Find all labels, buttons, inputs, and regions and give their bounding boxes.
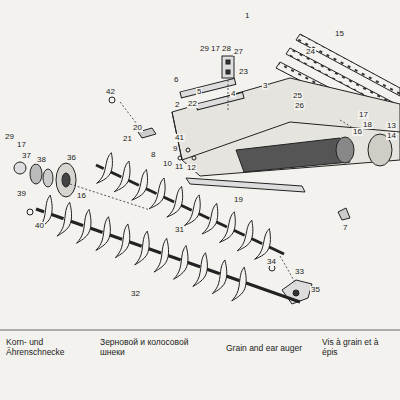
auger-flight-edge <box>193 253 206 287</box>
auger-flight-edge <box>57 202 70 236</box>
callout-number: 13 <box>386 122 397 130</box>
auger-flight-edge <box>212 260 225 294</box>
auger-flight <box>212 260 226 294</box>
auger-flight-edge <box>202 203 217 234</box>
auger-flight <box>202 203 218 234</box>
callout-number: 3 <box>262 82 268 90</box>
callout-number: 29 <box>199 45 210 53</box>
auger-flight <box>77 210 91 244</box>
auger-flight-edge <box>97 153 112 184</box>
callout-number: 27 <box>233 48 244 56</box>
auger-flight <box>255 229 271 260</box>
callout-number: 1 <box>244 12 250 20</box>
auger-flight <box>237 220 253 251</box>
callout-number: 22 <box>187 100 198 108</box>
callout-number: 17 <box>210 45 221 53</box>
callout-number: 7 <box>342 224 348 232</box>
auger-flight-edge <box>114 161 129 192</box>
auger-flight-edge <box>115 224 128 258</box>
auger-flight-edge <box>220 212 235 243</box>
callout-number: 5 <box>196 88 202 96</box>
callout-number: 8 <box>150 151 156 159</box>
callout-number: 17 <box>358 111 369 119</box>
callout-number: 9 <box>172 145 178 153</box>
auger-flight <box>57 202 71 236</box>
auger-flight <box>167 186 183 217</box>
auger-flight <box>184 195 200 226</box>
auger-flight <box>154 238 168 272</box>
auger-flight <box>96 217 110 251</box>
callout-number: 21 <box>122 135 133 143</box>
callout-number: 40 <box>34 222 45 230</box>
callout-number: 38 <box>36 156 47 164</box>
callout-number: 25 <box>292 92 303 100</box>
auger-flight <box>132 170 148 201</box>
auger-flight <box>193 253 207 287</box>
callout-number: 16 <box>352 128 363 136</box>
auger-flight-edge <box>232 267 245 301</box>
auger-flight-edge <box>149 178 164 209</box>
callout-number: 41 <box>174 134 185 142</box>
caption-text: Зерновой и колосовой шнеки <box>100 338 212 358</box>
caption-rule <box>0 330 400 331</box>
callout-number: 42 <box>105 88 116 96</box>
auger-flight-edge <box>255 229 270 260</box>
callout-number: 31 <box>174 226 185 234</box>
auger-shaft <box>36 209 300 302</box>
callout-number: 20 <box>132 124 143 132</box>
callout-number: 28 <box>221 45 232 53</box>
caption-text: Grain and ear auger <box>226 344 318 354</box>
callout-number: 11 <box>174 163 184 171</box>
callout-number: 36 <box>66 154 77 162</box>
auger-flight-edge <box>96 217 109 251</box>
callout-number: 12 <box>186 164 197 172</box>
callout-number: 2 <box>174 101 180 109</box>
auger-flight <box>114 161 130 192</box>
callout-number: 15 <box>334 30 345 38</box>
callout-number: 23 <box>238 68 249 76</box>
auger-flight-edge <box>237 220 252 251</box>
callout-number: 10 <box>162 160 173 168</box>
auger-flight-edge <box>174 246 187 280</box>
callout-number: 16 <box>76 192 87 200</box>
auger-flight-edge <box>154 238 167 272</box>
callout-number: 19 <box>233 196 244 204</box>
auger-flight <box>149 178 165 209</box>
callout-number: 17 <box>16 141 27 149</box>
auger-flight-edge <box>184 195 199 226</box>
caption-text: Vis à grain et à épis <box>322 338 396 358</box>
callout-number: 14 <box>386 132 397 140</box>
auger-flight-edge <box>167 186 182 217</box>
auger-flight-edge <box>132 170 147 201</box>
callout-number: 18 <box>362 121 373 129</box>
callout-number: 6 <box>173 76 179 84</box>
callout-number: 4 <box>230 90 236 98</box>
callout-number: 35 <box>310 286 321 294</box>
callout-number: 37 <box>21 152 32 160</box>
callout-number: 26 <box>294 102 305 110</box>
auger-flight <box>220 212 236 243</box>
callout-number: 29 <box>4 133 15 141</box>
auger-flight-edge <box>77 210 90 244</box>
callout-number: 24 <box>305 48 316 56</box>
auger-flight <box>97 153 113 184</box>
auger-flight <box>232 267 246 301</box>
auger-flight <box>135 231 149 265</box>
callout-number: 34 <box>266 258 277 266</box>
auger-flight <box>174 246 188 280</box>
caption-text: Korn- und Ährenschnecke <box>6 338 86 358</box>
auger-flight <box>115 224 129 258</box>
callout-number: 39 <box>16 190 27 198</box>
callout-number: 33 <box>294 268 305 276</box>
auger-flight-edge <box>135 231 148 265</box>
callout-number: 32 <box>130 290 141 298</box>
